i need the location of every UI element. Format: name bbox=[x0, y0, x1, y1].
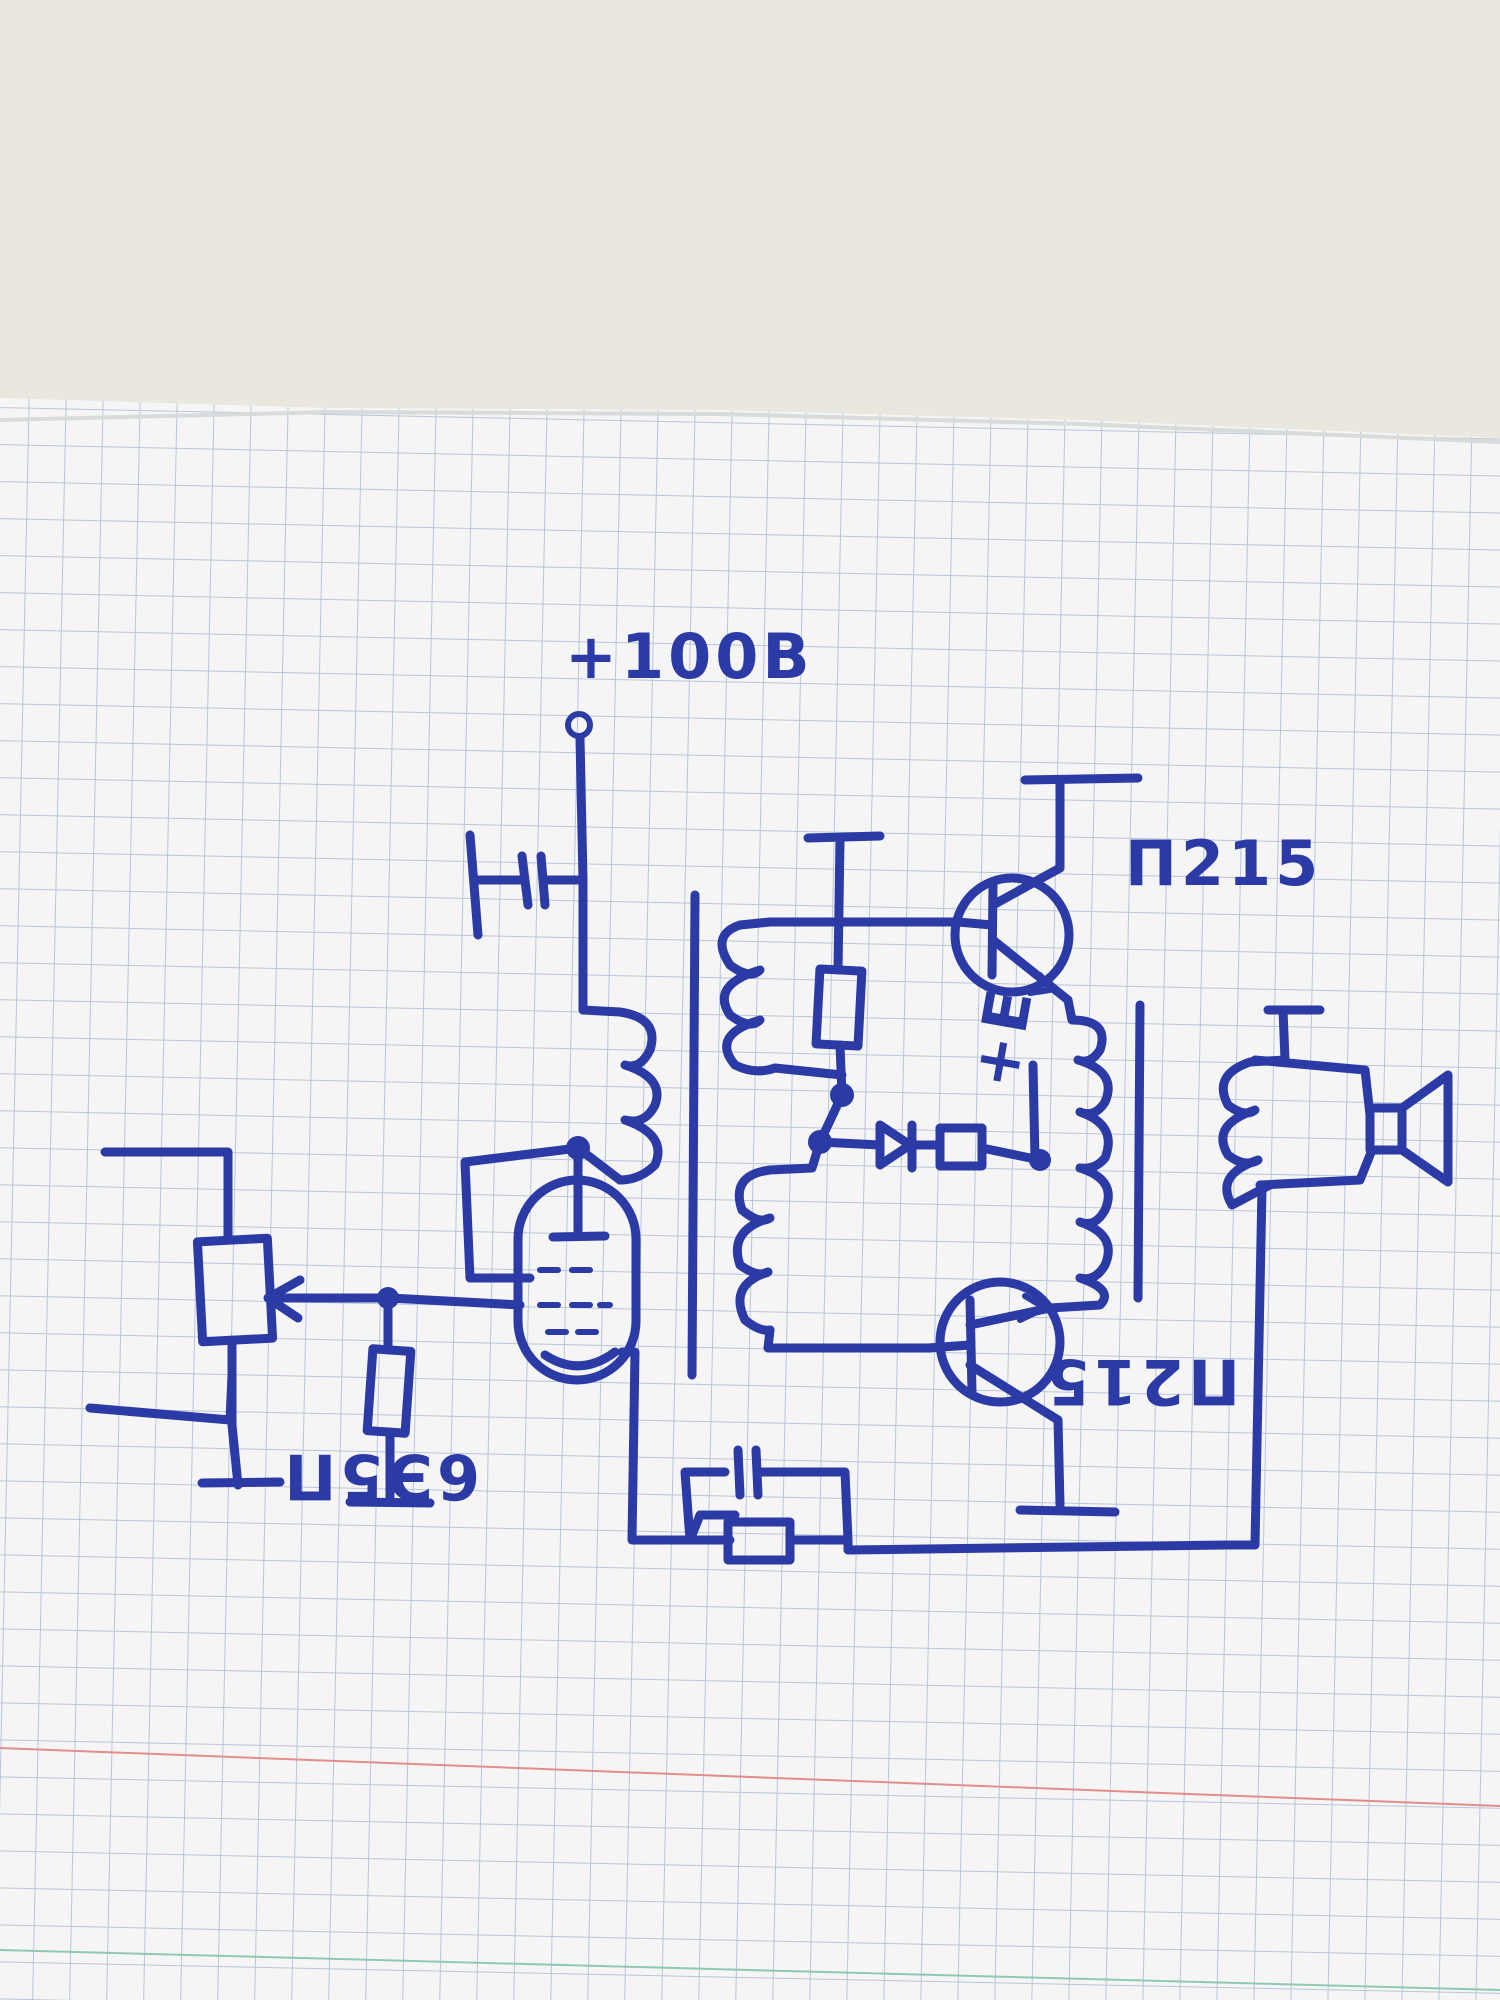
graph-paper bbox=[0, 398, 1500, 2000]
bias-resistor bbox=[803, 831, 885, 1154]
driver-transformer-secondary-top bbox=[717, 917, 963, 1080]
feedback-network bbox=[650, 1445, 1230, 1565]
transistor-top-label: П215 bbox=[1125, 827, 1322, 900]
tube-6e5p bbox=[460, 1143, 660, 1545]
output-transformer-primary-pp bbox=[1045, 995, 1113, 1313]
bottom-edge-line bbox=[0, 1949, 1500, 1991]
supply-label: +100B bbox=[565, 620, 814, 693]
bias-label: +E bbox=[958, 980, 1048, 1093]
driver-transformer-secondary-bottom bbox=[732, 1137, 933, 1353]
transistor-bottom bbox=[923, 1277, 1120, 1517]
transistor-top bbox=[950, 773, 1143, 1005]
transformer-core-2 bbox=[1133, 1000, 1145, 1303]
bias-diode bbox=[815, 1060, 1051, 1173]
potentiometer bbox=[192, 1233, 305, 1490]
margin-line bbox=[0, 1747, 1500, 1807]
grid-resistor bbox=[345, 1293, 435, 1508]
speaker-transformer-secondary bbox=[1218, 1005, 1377, 1550]
tube-label: 6Э5П bbox=[280, 1440, 480, 1513]
decoupling-capacitor bbox=[465, 830, 588, 940]
speaker-icon bbox=[1365, 1070, 1453, 1187]
transistor-bottom-label: П215 bbox=[1043, 1345, 1240, 1418]
transformer-core-1 bbox=[687, 890, 700, 1380]
